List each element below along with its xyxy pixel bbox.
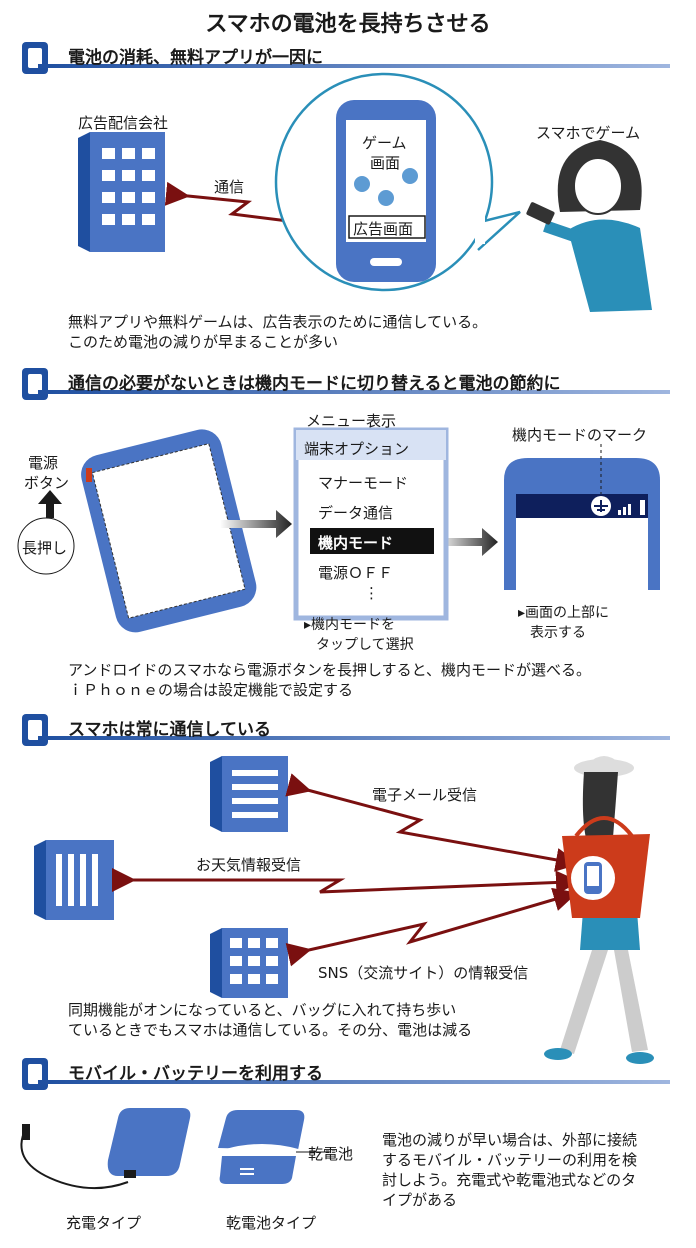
phone-icon xyxy=(22,368,48,400)
power-label-1: 電源 xyxy=(28,454,59,472)
woman-with-bag-icon xyxy=(544,756,654,1064)
power-button-marker xyxy=(86,468,92,482)
section2-header: 通信の必要がないときは機内モードに切り替えると電池の節約に xyxy=(20,366,670,402)
sns-server-icon xyxy=(210,928,288,998)
comm-label: 通信 xyxy=(214,178,245,196)
section3-body-2: ているときでもスマホは通信している。その分、電池は減る xyxy=(68,1021,473,1039)
section3-body-1: 同期機能がオンになっていると、バッグに入れて持ち歩い xyxy=(68,1001,457,1019)
dry-cell-label: 乾電池 xyxy=(308,1145,354,1163)
sns-label: SNS（交流サイト）の情報受信 xyxy=(318,964,529,982)
menu-item-more: ⋮ xyxy=(364,584,379,602)
comm-arrow-icon xyxy=(164,181,340,237)
tap-note-1: ▸機内モードを xyxy=(304,617,396,633)
page-title: スマホの電池を長持ちさせる xyxy=(205,12,491,37)
email-label: 電子メール受信 xyxy=(372,786,478,804)
menu-item-manner[interactable]: マナーモード xyxy=(318,474,409,492)
section3-heading: スマホは常に通信している xyxy=(68,720,271,740)
section2-body-2: ｉＰｈｏｎｅの場合は設定機能で設定する xyxy=(68,681,354,699)
up-arrow-icon xyxy=(38,490,62,518)
phone-top-screen-icon xyxy=(504,444,660,590)
menu-item-data[interactable]: データ通信 xyxy=(318,504,394,522)
top-note-1: ▸画面の上部に xyxy=(518,605,610,621)
section1-body-1: 無料アプリや無料ゲームは、広告表示のために通信している。 xyxy=(68,313,488,331)
woman-gaming-icon xyxy=(526,140,652,312)
long-press-label: 長押し xyxy=(22,539,68,557)
email-arrow xyxy=(285,773,580,872)
weather-label: お天気情報受信 xyxy=(196,856,302,874)
weather-server-icon xyxy=(34,840,114,920)
section4-heading: モバイル・バッテリーを利用する xyxy=(68,1064,323,1084)
charge-type-label: 充電タイプ xyxy=(66,1214,142,1232)
section4-body-2: するモバイル・バッテリーの利用を検 xyxy=(382,1151,638,1169)
airplane-mode-highlight xyxy=(310,528,434,554)
ad-company-label: 広告配信会社 xyxy=(78,114,169,132)
game-label-1: ゲーム xyxy=(362,134,407,152)
game-label-2: 画面 xyxy=(370,154,401,172)
section3-header: スマホは常に通信している xyxy=(20,712,670,748)
menu-item-airplane[interactable]: 機内モード xyxy=(318,534,394,552)
charge-battery-icon xyxy=(20,1108,191,1190)
section1-heading: 電池の消耗、無料アプリが一因に xyxy=(68,48,323,68)
mail-server-icon xyxy=(210,756,288,832)
phone-icon xyxy=(22,714,48,746)
long-press-circle xyxy=(17,517,75,575)
section2-heading: 通信の必要がないときは機内モードに切り替えると電池の節約に xyxy=(68,374,561,394)
airplane-mark-label: 機内モードのマーク xyxy=(512,426,648,444)
tap-note-2: タップして選択 xyxy=(316,637,414,653)
power-label-2: ボタン xyxy=(24,474,70,492)
phone-icon xyxy=(22,1058,48,1090)
phone-icon xyxy=(22,42,48,74)
menu-item-power-off[interactable]: 電源ＯＦＦ xyxy=(318,564,394,582)
section1-header: 電池の消耗、無料アプリが一因に xyxy=(20,40,670,76)
menu-display-label: メニュー表示 xyxy=(306,412,397,430)
ad-company-building-icon xyxy=(78,132,165,252)
section1-body-2: このため電池の減りが早まることが多い xyxy=(68,333,339,351)
section4-body-3: 討しよう。充電式や乾電池式などのタ xyxy=(382,1171,637,1189)
android-phone-icon xyxy=(81,429,257,633)
dry-type-label: 乾電池タイプ xyxy=(226,1214,317,1232)
weather-arrow xyxy=(112,868,580,895)
dry-cell-battery-icon xyxy=(218,1110,330,1184)
section4-body-1: 電池の減りが早い場合は、外部に接続 xyxy=(382,1131,638,1149)
top-note-2: 表示する xyxy=(530,625,586,641)
ad-screen-label: 広告画面 xyxy=(353,220,414,238)
phone-game-icon xyxy=(336,100,436,282)
section2-body-1: アンドロイドのスマホなら電源ボタンを長押しすると、機内モードが選べる。 xyxy=(68,661,592,679)
phone-game-label: スマホでゲーム xyxy=(536,124,641,142)
section4-body-4: イプがある xyxy=(382,1191,458,1209)
sns-arrow xyxy=(285,887,578,967)
section4-header: モバイル・バッテリーを利用する xyxy=(20,1056,670,1092)
menu-title: 端末オプション xyxy=(304,440,410,458)
